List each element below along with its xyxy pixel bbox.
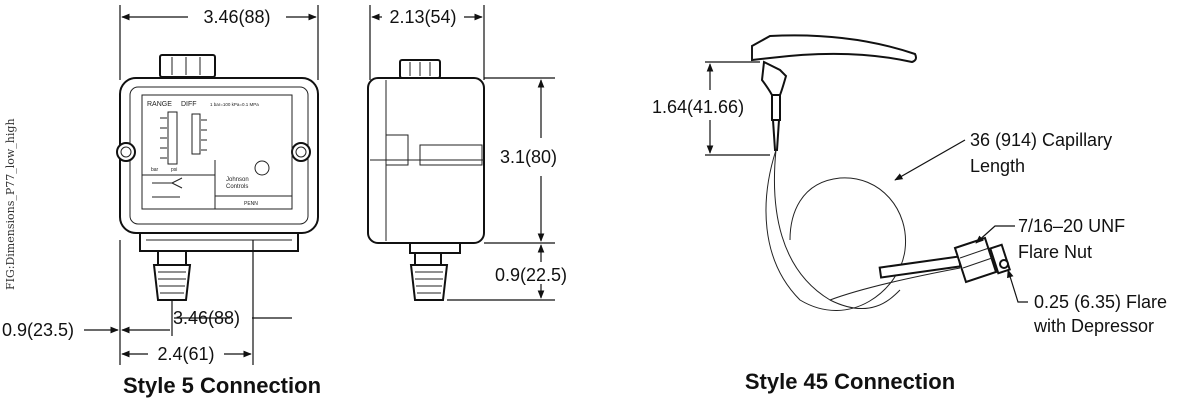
style45-height-dimension: 1.64(41.66) (652, 97, 744, 117)
brand-label-2: Controls (226, 184, 248, 190)
range-label: RANGE (147, 101, 172, 108)
style5-bottom-width-dimension: 3.46(88) (173, 308, 240, 328)
style5-front-view: 3.46(88) RANGE DIFF 1 bar=100 kPa=0.1 MP… (2, 5, 319, 365)
bar-label: bar (151, 167, 159, 173)
figure-id-label: FIG:Dimensions_P77_low_high (4, 118, 17, 290)
style45-caption: Style 45 Connection (745, 369, 955, 394)
flare-nut-label-line1: 7/16–20 UNF (1018, 216, 1125, 236)
flare-label-line1: 0.25 (6.35) Flare (1034, 292, 1167, 312)
capillary-label-line2: Length (970, 156, 1025, 176)
style5-caption: Style 5 Connection (123, 373, 321, 398)
style5-height-dimension: 3.1(80) (500, 147, 557, 167)
style5-left-offset-dimension: 0.9(23.5) (2, 320, 74, 340)
style5-side-view: 2.13(54) 3.1(80) 0.9(22.5) (367, 5, 567, 301)
flare-label-line2: with Depressor (1033, 316, 1154, 336)
diff-label: DIFF (181, 101, 197, 108)
units-label: 1 bar=100 kPa=0.1 MPa (210, 102, 259, 107)
brand-label-1: Johnson (226, 177, 249, 183)
style5-base-width-dimension: 2.4(61) (157, 344, 214, 364)
capillary-label-line1: 36 (914) Capillary (970, 130, 1112, 150)
penn-label: PENN (244, 201, 258, 207)
psi-label: psi (171, 167, 177, 173)
style5-bottom-offset-dimension: 0.9(22.5) (495, 265, 567, 285)
style5-depth-dimension: 2.13(54) (389, 7, 456, 27)
style5-width-dimension: 3.46(88) (203, 7, 270, 27)
flare-nut-label-line2: Flare Nut (1018, 242, 1092, 262)
style45-view: 1.64(41.66) 36 (914) Capillary Length 7/… (652, 34, 1167, 336)
